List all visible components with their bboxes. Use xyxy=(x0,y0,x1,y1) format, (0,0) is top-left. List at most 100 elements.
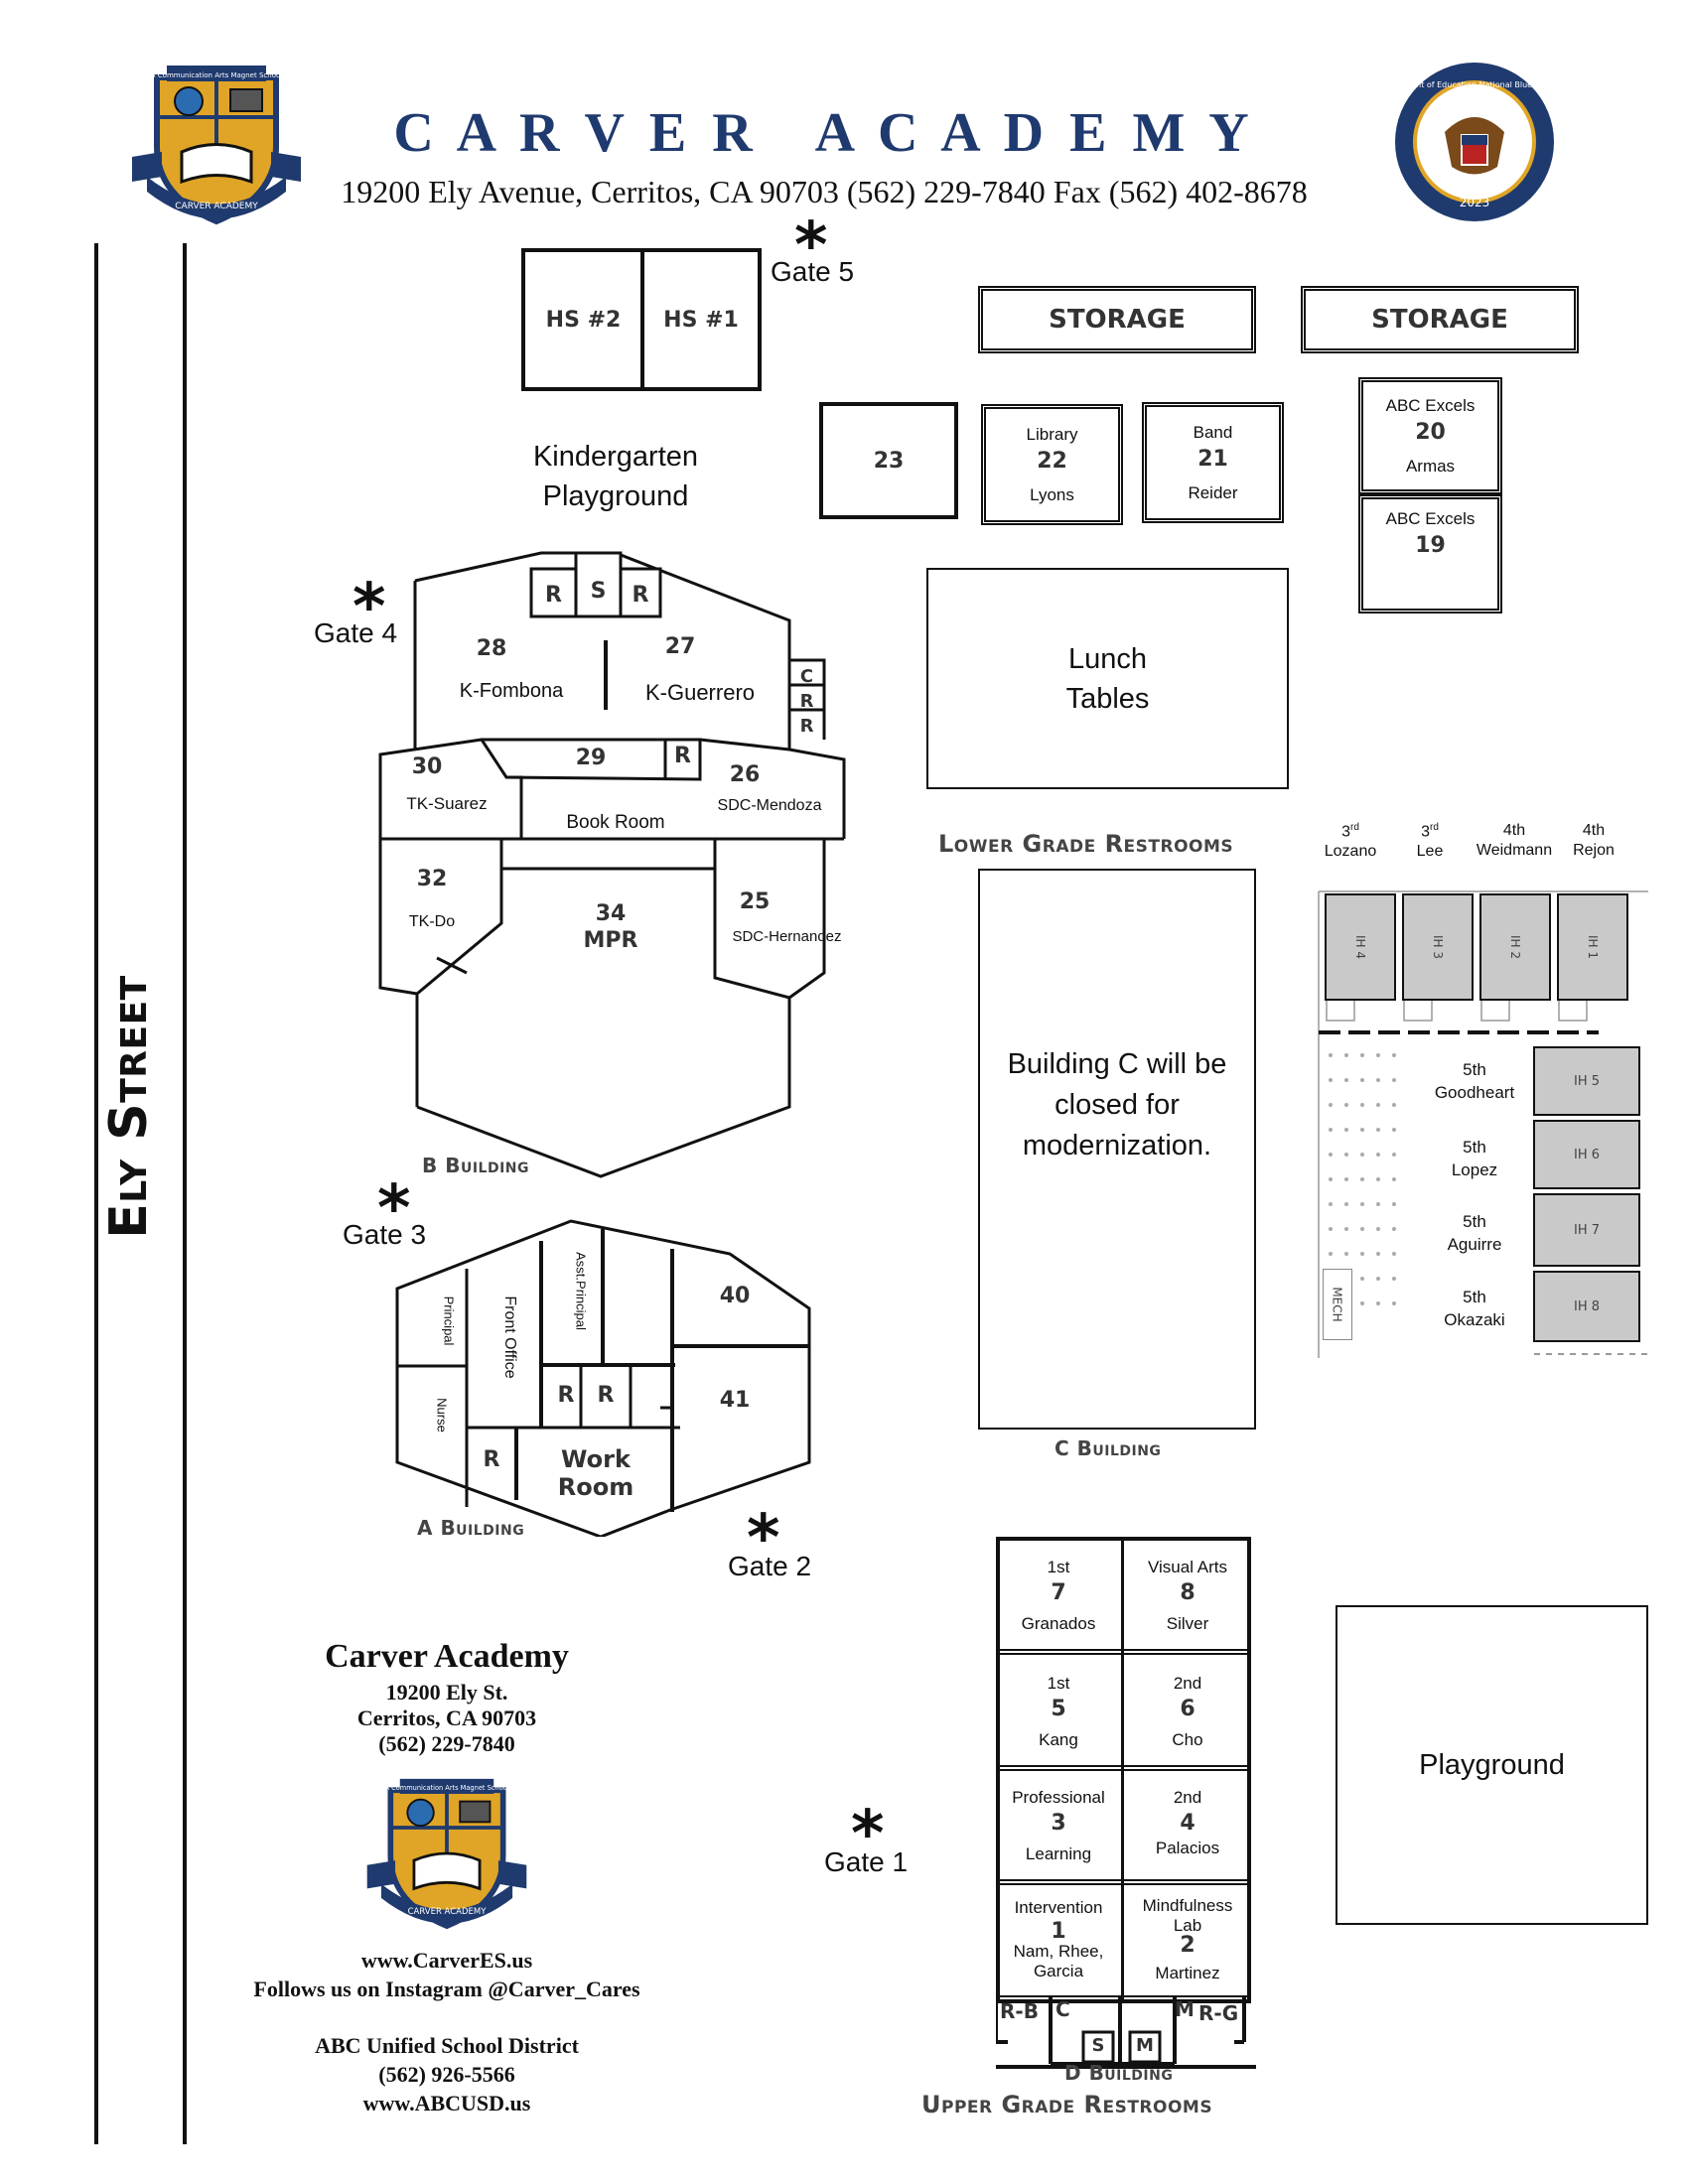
d-restroom-c: C xyxy=(1055,1997,1070,2021)
footer-district-phone: (562) 926-5566 xyxy=(378,2062,515,2087)
d-restroom-s: S xyxy=(1091,2035,1105,2056)
portable-ih5: IH 5 xyxy=(1533,1046,1640,1116)
storage-1: STORAGE xyxy=(978,286,1256,353)
svg-text:2023: 2023 xyxy=(1460,196,1490,209)
d-restrooms-strip: R-B C S M M R-G xyxy=(996,1997,1256,2069)
svg-text:CARVER ACADEMY: CARVER ACADEMY xyxy=(408,1907,488,1917)
portable-ih1: IH 1 xyxy=(1557,893,1628,1001)
gate-2-label: Gate 2 xyxy=(728,1551,812,1581)
a-r-1: R xyxy=(557,1383,575,1408)
footer-instagram[interactable]: Follows us on Instagram @Carver_Cares xyxy=(253,1977,640,2001)
portable-ih2: IH 2 xyxy=(1479,893,1551,1001)
b-r-1: R xyxy=(545,583,562,608)
room-34-number: 34 xyxy=(595,901,627,926)
footer-district: ABC Unified School District xyxy=(315,2033,579,2058)
b-building: R S R 28 K-Fombona 27 K-Guerrero C R R 2… xyxy=(372,551,859,1186)
footer-district-website[interactable]: www.ABCUSD.us xyxy=(362,2091,531,2116)
room-30-number: 30 xyxy=(411,754,443,779)
room-25-number: 25 xyxy=(739,889,771,914)
street-line-right xyxy=(183,243,187,2144)
svg-text:CARVER ACADEMY: CARVER ACADEMY xyxy=(175,202,258,211)
gate-3-label: Gate 3 xyxy=(343,1219,427,1250)
room-32-number: 32 xyxy=(416,867,448,891)
c-building-label: C Building xyxy=(1055,1436,1162,1460)
footer-website[interactable]: www.CarverES.us xyxy=(360,1948,533,1973)
d-building-label: D Building xyxy=(1064,2061,1174,2085)
d-restroom-m-top: M xyxy=(1175,1997,1195,2021)
asst-principal-office: Asst.Principal xyxy=(573,1252,589,1330)
footer-school-name: Carver Academy xyxy=(325,1638,569,1675)
room-28-number: 28 xyxy=(476,636,507,661)
room-hs2: HS #2 xyxy=(521,248,645,391)
d-restroom-rg: R-G xyxy=(1198,2001,1239,2025)
d-restroom-rb: R-B xyxy=(1000,1999,1039,2023)
room-26-number: 26 xyxy=(729,762,761,787)
upper-grade-restrooms: Upper Grade Restrooms xyxy=(921,2091,1213,2118)
room-27-number: 27 xyxy=(664,634,696,659)
gate-5-label: Gate 5 xyxy=(771,256,855,287)
b-r-4: R xyxy=(799,716,814,737)
footer-phone: (562) 229-7840 xyxy=(378,1731,515,1756)
portable-ih3: IH 3 xyxy=(1402,893,1474,1001)
b-r-5: R xyxy=(674,744,691,768)
room-30-teacher: TK-Suarez xyxy=(406,794,488,813)
d-restroom-m: M xyxy=(1136,2035,1154,2056)
nurse-office: Nurse xyxy=(434,1398,450,1433)
portable-ih4: IH 4 xyxy=(1325,893,1396,1001)
d-row-divider-4 xyxy=(996,1995,1251,2001)
room-29-number: 29 xyxy=(575,746,607,770)
book-room: Book Room xyxy=(566,812,665,833)
svg-text:A Communication Arts Magnet Sc: A Communication Arts Magnet School xyxy=(151,71,282,79)
svg-text:A Communication Arts Magnet Sc: A Communication Arts Magnet School xyxy=(384,1784,508,1792)
portable-ih8: IH 8 xyxy=(1533,1271,1640,1342)
portable-ih6: IH 6 xyxy=(1533,1120,1640,1189)
d-row-divider-3 xyxy=(996,1879,1251,1885)
room-41-number: 41 xyxy=(719,1388,751,1413)
b-building-label: B Building xyxy=(422,1154,529,1177)
a-building: Principal Front Office Asst.Principal Nu… xyxy=(392,1219,819,1537)
gate-4-label: Gate 4 xyxy=(314,617,398,648)
footer-contact-block: Carver Academy 19200 Ely St. Cerritos, C… xyxy=(218,1638,675,1757)
room-34-name: MPR xyxy=(583,928,638,953)
room-32-teacher: TK-Do xyxy=(408,913,456,930)
b-r-3: R xyxy=(799,691,814,712)
portable-ih7: IH 7 xyxy=(1533,1193,1640,1267)
svg-text:U.S. Department of Education: U.S. Department of Education National Bl… xyxy=(1390,80,1559,89)
room-26-teacher: SDC-Mendoza xyxy=(717,797,822,814)
b-r-2: R xyxy=(632,583,649,608)
footer-school-crest-logo: A Communication Arts Magnet School CARVE… xyxy=(362,1769,531,1938)
a-r-3: R xyxy=(483,1447,500,1472)
b-c: C xyxy=(799,666,814,687)
room-23: 23 xyxy=(819,402,958,519)
room-28-teacher: K-Fombona xyxy=(459,680,564,702)
room-27-teacher: K-Guerrero xyxy=(644,680,756,705)
principal-office: Principal xyxy=(441,1296,457,1346)
footer-address-2: Cerritos, CA 90703 xyxy=(356,1706,537,1730)
page-title: C A R V E R A C A D E M Y xyxy=(393,102,1255,164)
blue-ribbon-seal-logo: U.S. Department of Education National Bl… xyxy=(1357,58,1592,226)
lower-grade-restrooms: Lower Grade Restrooms xyxy=(938,830,1234,858)
a-r-2: R xyxy=(597,1383,615,1408)
storage-2: STORAGE xyxy=(1301,286,1579,353)
front-office: Front Office xyxy=(501,1296,518,1379)
